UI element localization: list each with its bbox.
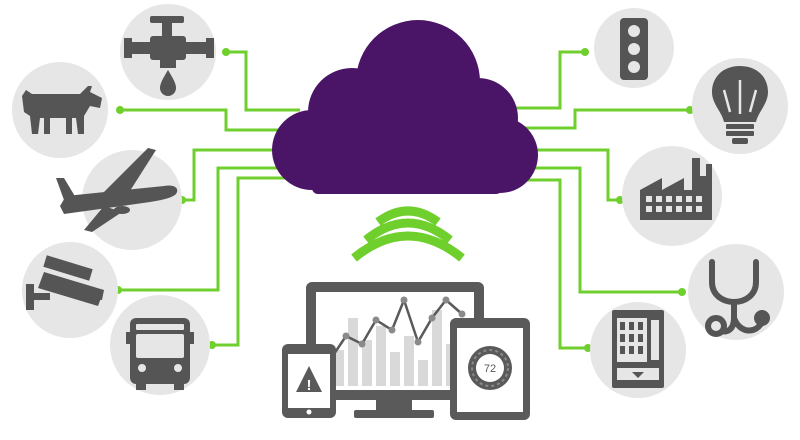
connector-camera [118,166,290,292]
node-factory [622,146,722,246]
dot-traffic-light [581,48,589,56]
connector-cow [120,108,300,132]
node-bus [110,295,210,395]
cloud-icon [272,20,538,194]
analytics-chart-icon [328,296,466,386]
connector-traffic-light [500,50,585,110]
vending-machine-icon [612,310,664,388]
phone-device: ! [282,344,336,418]
water-valve-icon [124,16,214,96]
airplane-icon [56,148,178,232]
monitor-device [306,282,484,418]
dot-bulb [686,106,694,114]
dot-valve [222,48,230,56]
dot-bus [208,341,216,349]
warning-alert-icon: ! [296,366,322,394]
security-camera-icon [26,255,104,310]
dot-factory [616,196,624,204]
alert-symbol: ! [307,377,312,394]
connector-vending [525,178,588,350]
dot-stethoscope [678,288,686,296]
node-light-bulb [692,58,788,154]
node-traffic-light [594,8,674,88]
node-cow [12,62,108,158]
node-water-valve [120,4,216,100]
connector-factory [525,148,620,202]
connector-airplane [182,148,290,202]
node-security-camera [22,242,118,338]
left-connectors [118,50,300,347]
connector-bulb [500,108,690,130]
thermostat-icon: 72 [468,346,512,390]
node-vending-machine [590,302,686,398]
stethoscope-icon [705,259,770,337]
connector-valve [226,50,300,112]
wifi-signal-icon [351,206,465,262]
bus-icon [126,318,194,390]
node-airplane [56,148,182,250]
factory-icon [640,158,712,220]
thermostat-value: 72 [484,363,496,375]
node-stethoscope [688,244,784,340]
traffic-light-icon [620,18,648,80]
connector-stethoscope [525,166,682,294]
right-connectors [500,50,690,350]
cow-icon [22,86,102,134]
tablet-device: 72 [450,318,530,420]
light-bulb-icon [712,66,768,144]
connector-bus [212,176,290,347]
dot-cow [116,106,124,114]
